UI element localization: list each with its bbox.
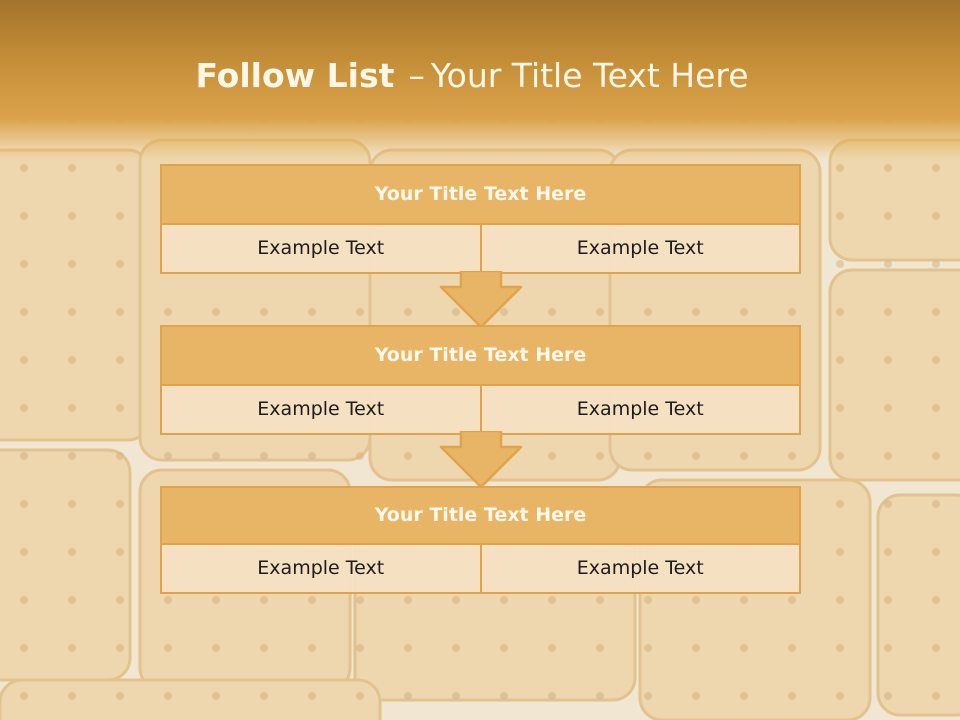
stage-box-1: Your Title Text Here Example Text Exampl… bbox=[160, 164, 801, 274]
stage-2-left-cell: Example Text bbox=[162, 386, 480, 433]
stage-box-2: Your Title Text Here Example Text Exampl… bbox=[160, 325, 801, 435]
stage-row-2: Example Text Example Text bbox=[162, 386, 799, 433]
stage-title-1: Your Title Text Here bbox=[162, 166, 799, 225]
stage-row-3: Example Text Example Text bbox=[162, 545, 799, 592]
stage-3-right-cell: Example Text bbox=[479, 545, 799, 592]
down-arrow-2 bbox=[439, 431, 523, 489]
stage-1-right-cell: Example Text bbox=[479, 225, 799, 272]
slide-title-separator: – bbox=[408, 56, 425, 95]
stage-row-1: Example Text Example Text bbox=[162, 225, 799, 272]
down-arrow-1 bbox=[439, 271, 523, 329]
stage-title-2: Your Title Text Here bbox=[162, 327, 799, 386]
stage-box-3: Your Title Text Here Example Text Exampl… bbox=[160, 486, 801, 594]
slide-title-bold: Follow List bbox=[195, 56, 395, 95]
slide-title-rest: Your Title Text Here bbox=[430, 56, 749, 95]
stage-3-left-cell: Example Text bbox=[162, 545, 480, 592]
stage-1-left-cell: Example Text bbox=[162, 225, 480, 272]
stage-title-3: Your Title Text Here bbox=[162, 488, 799, 545]
slide-title: Follow List–Your Title Text Here bbox=[0, 52, 944, 100]
stage-2-right-cell: Example Text bbox=[479, 386, 799, 433]
header-band bbox=[0, 0, 960, 160]
